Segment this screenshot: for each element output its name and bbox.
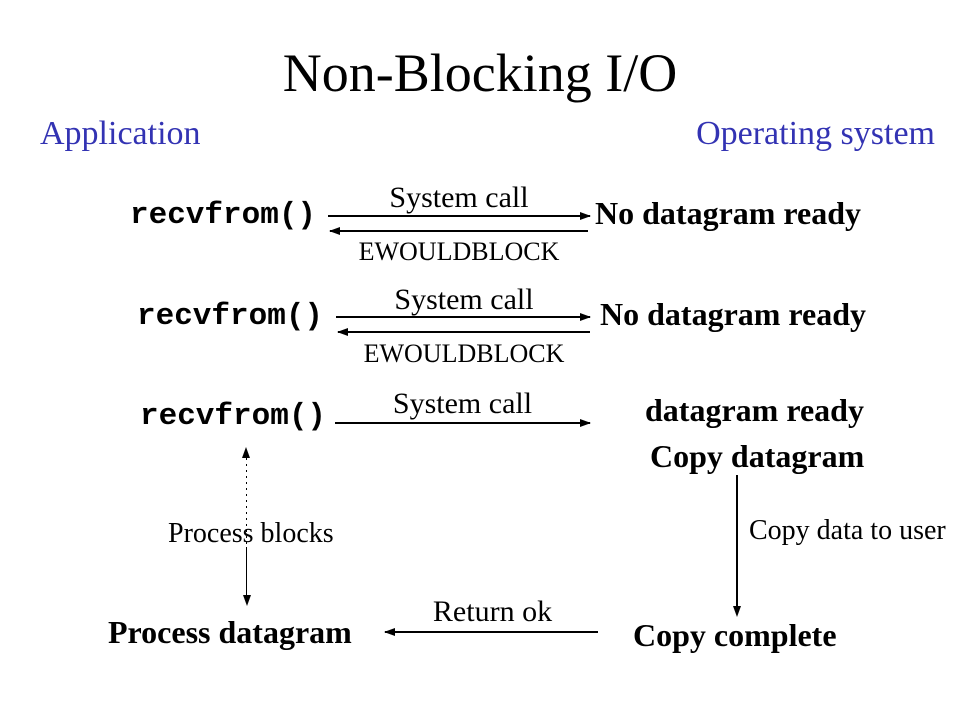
os-state-label-3: datagram ready: [645, 392, 864, 428]
process-blocks-arrow-dotted: [242, 447, 250, 547]
process-blocks-arrow-solid: [243, 547, 251, 606]
os-state-label-2: No datagram ready: [600, 296, 867, 332]
slide-title: Non-Blocking I/O: [282, 43, 678, 103]
os-state-label-1: No datagram ready: [595, 195, 862, 231]
copy-complete-label: Copy complete: [633, 617, 837, 653]
process-blocks-label: Process blocks: [168, 518, 334, 549]
copy-data-arrowhead-icon: [733, 475, 741, 617]
system-call-label-1: System call: [389, 181, 529, 214]
copy-data-to-user-label: Copy data to user: [749, 515, 946, 546]
recvfrom-call-2: recvfrom(): [137, 299, 324, 334]
column-header-application: Application: [40, 115, 201, 152]
recvfrom-call-3: recvfrom(): [140, 399, 327, 434]
recvfrom-call-1: recvfrom(): [130, 198, 317, 233]
system-call-arrow-3: [335, 419, 591, 427]
system-call-label-2: System call: [394, 283, 534, 316]
copy-data-arrow: [733, 475, 741, 617]
column-header-operating-system: Operating system: [696, 115, 935, 152]
ewouldblock-label-2: EWOULDBLOCK: [363, 339, 565, 368]
return-ok-label: Return ok: [432, 595, 553, 628]
system-call-arrow-2: [336, 313, 591, 321]
process-datagram-label: Process datagram: [108, 614, 352, 650]
ewouldblock-arrow-2: [337, 328, 590, 336]
system-call-arrow-1: [328, 212, 591, 220]
return-ok-arrow: [384, 628, 598, 636]
ewouldblock-label-1: EWOULDBLOCK: [358, 237, 560, 266]
copy-datagram-label: Copy datagram: [650, 438, 865, 474]
ewouldblock-arrow-1: [329, 227, 588, 235]
system-call-label-3: System call: [392, 387, 533, 420]
